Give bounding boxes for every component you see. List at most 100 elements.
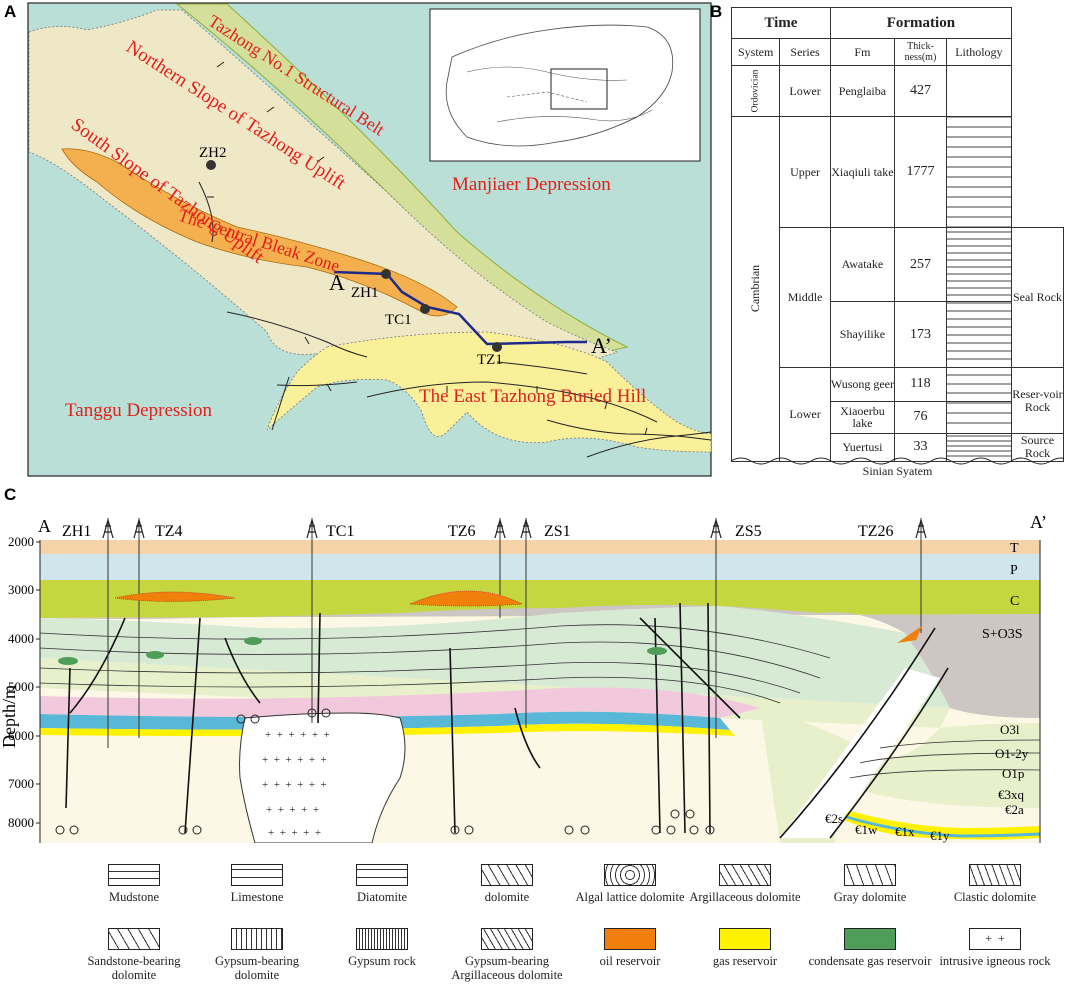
layer-e1y: €1y <box>930 828 950 843</box>
lith-dolomite-xiaqiuli <box>945 115 1012 229</box>
oil-reservoir-tz6 <box>409 590 524 607</box>
thickness-awatake: 257 <box>894 227 947 302</box>
layer-s-o3s: S+O3S <box>982 627 1023 642</box>
panel-label-a: A <box>4 2 17 21</box>
lith-xiaoerbu <box>945 400 1012 434</box>
lith-yuertusi <box>945 432 1012 463</box>
well-tz4: TZ4 <box>155 523 183 540</box>
thickness-wusong: 118 <box>894 367 947 402</box>
fm-yuertusi: Yuertusi <box>829 432 896 463</box>
region-tanggu: Tanggu Depression <box>65 400 212 421</box>
oil-reservoir-tz4 <box>114 591 236 602</box>
legend-clastic: Clastic dolomite <box>933 864 1057 904</box>
cross-section: + + + + + + + + + + + + + + + + + + + + … <box>0 512 1047 843</box>
system-cambrian: Cambrian <box>748 265 763 313</box>
layer-p: P <box>1010 563 1018 578</box>
legend-condensate: condensate gas reservoir <box>808 928 932 968</box>
legend-algal: Algal lattice dolomite <box>568 864 692 904</box>
thickness-shayilike: 173 <box>894 300 947 369</box>
panel-label-b: B <box>710 2 723 21</box>
header-formation: Formation <box>829 6 1012 40</box>
layer-e1x: €1x <box>895 824 915 839</box>
legend-gypsum-dol: Gypsum-bearing dolomite <box>195 928 319 982</box>
well-zs5: ZS5 <box>735 523 762 540</box>
well-zh1: ZH1 <box>62 523 91 540</box>
legend-gypsum-arg: Gypsum-bearing Argillaceous dolomite <box>445 928 569 982</box>
thickness-xiaoerbu: 76 <box>894 400 947 434</box>
svg-text:+ + + + +: + + + + + <box>268 827 321 839</box>
fm-xiaqiuli: Xiaqiuli take <box>829 115 896 229</box>
unconformity-wave <box>731 457 1064 465</box>
layer-e1w: €1w <box>855 822 878 837</box>
section-c-start: A <box>38 516 51 536</box>
header-fm: Fm <box>829 38 896 67</box>
fm-wusong: Wusong geer <box>829 367 896 402</box>
region-east-buried-hill: The East Tazhong Buried Hill <box>419 386 646 407</box>
lith-shayilike <box>945 300 1012 369</box>
layer-o1p: O1p <box>1002 766 1024 781</box>
system-ordovician: Ordovician <box>750 69 761 113</box>
svg-text:+ + + + + +: + + + + + + <box>262 779 327 791</box>
well-tz26: TZ26 <box>858 523 894 540</box>
well-tz6: TZ6 <box>448 523 476 540</box>
legend-dolomite: dolomite <box>445 864 569 904</box>
fm-xiaoerbu: Xiaoerbu lake <box>829 400 896 434</box>
series-upper: Upper <box>779 115 831 229</box>
fm-shayilike: Shayilike <box>829 300 896 369</box>
legend-limestone: Limestone <box>195 864 319 904</box>
legend-argillaceous: Argillaceous dolomite <box>683 864 807 904</box>
depth-tick-5000: 5000 <box>8 679 34 694</box>
layer-o3l: O3l <box>1000 722 1020 737</box>
series-middle: Middle <box>779 227 831 369</box>
well-zh1-marker <box>381 269 391 279</box>
svg-text:+ + + + +: + + + + + <box>266 804 319 816</box>
header-time: Time <box>731 6 831 40</box>
base-sinian: Sinian Syatem <box>862 464 933 478</box>
fm-awatake: Awatake <box>829 227 896 302</box>
well-label-zh1: ZH1 <box>351 285 379 301</box>
layer-e3xq: €3xq <box>998 787 1025 802</box>
well-tz1-marker <box>492 342 502 352</box>
svg-text:+ + + + + +: + + + + + + <box>262 754 327 766</box>
layer-o12y: O1-2y <box>995 746 1029 761</box>
legend-sandstone: Sandstone-bearing dolomite <box>72 928 196 982</box>
layer-e2a: €2a <box>1005 802 1024 817</box>
thickness-xiaqiuli: 1777 <box>894 115 947 229</box>
well-tc1-marker <box>420 304 430 314</box>
panel-label-c: C <box>4 485 17 504</box>
well-zs1: ZS1 <box>544 523 571 540</box>
legend-mudstone: Mudstone <box>72 864 196 904</box>
well-label-zh2: ZH2 <box>199 145 227 161</box>
region-manjiaer: Manjiaer Depression <box>452 174 611 195</box>
depth-tick-7000: 7000 <box>8 776 34 791</box>
header-system: System <box>730 38 781 67</box>
well-tc1: TC1 <box>326 523 354 540</box>
depth-tick-6000: 6000 <box>8 728 34 743</box>
lith-awatake <box>945 227 1012 302</box>
section-start-label: A <box>329 270 345 295</box>
structural-map: Tazhong No.1 Structural Belt Northern Sl… <box>27 2 712 477</box>
depth-tick-3000: 3000 <box>8 582 34 597</box>
layer-e2s: €2s <box>825 811 843 826</box>
svg-text:+ + + + + +: + + + + + + <box>265 729 330 741</box>
thickness-penglaiba: 427 <box>894 65 947 117</box>
well-label-tc1: TC1 <box>385 312 412 328</box>
stratigraphic-column: Time Formation System Series Fm Thick-ne… <box>730 6 1065 463</box>
well-label-tz1: TZ1 <box>477 352 503 368</box>
legend-gas: gas reservoir <box>683 928 807 968</box>
header-thickness: Thick-ness(m) <box>894 38 947 67</box>
inset-locator-map <box>429 8 701 162</box>
role-source: Source Rock <box>1010 432 1065 463</box>
depth-tick-8000: 8000 <box>8 815 34 830</box>
depth-tick-4000: 4000 <box>8 631 34 646</box>
legend-oil: oil reservoir <box>568 928 692 968</box>
header-series: Series <box>779 38 831 67</box>
oil-reservoir-tz26 <box>897 626 922 643</box>
legend-gypsum-rock: Gypsum rock <box>320 928 444 968</box>
series-lower-ord: Lower <box>779 65 831 117</box>
layer-c: C <box>1010 594 1019 609</box>
fm-penglaiba: Penglaiba <box>829 65 896 117</box>
series-lower-cam: Lower <box>779 367 831 462</box>
role-reservoir: Reser-voir Rock <box>1010 367 1065 434</box>
igneous-crosses: + + + + + + + + + + + + + + + + + + + + … <box>262 729 330 839</box>
